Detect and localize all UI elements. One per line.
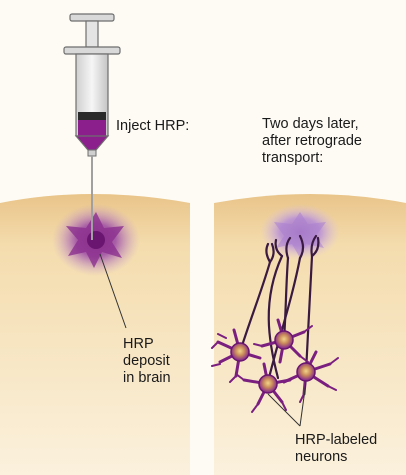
deposit-leader-line bbox=[99, 253, 127, 329]
hrp-deposit bbox=[52, 204, 140, 276]
neurons-leader-lines bbox=[267, 381, 307, 427]
axon-bundle bbox=[238, 234, 320, 384]
neuron-icon bbox=[211, 318, 339, 413]
hrp-labeled-neurons-label: HRP-labeled neurons bbox=[295, 432, 378, 465]
hrp-deposit-label: HRP deposit in brain bbox=[123, 336, 171, 386]
neuron-3 bbox=[235, 362, 292, 413]
brain-tissue-right bbox=[214, 194, 406, 475]
neuron-1 bbox=[211, 328, 262, 383]
brain-tissue-left bbox=[0, 194, 190, 475]
two-days-later-label: Two days later, after retrograde transpo… bbox=[262, 116, 362, 166]
syringe-icon bbox=[63, 13, 121, 240]
neuron-2 bbox=[253, 318, 313, 364]
hrp-diffuse-region bbox=[260, 204, 340, 260]
neuron-4 bbox=[282, 350, 339, 403]
inject-hrp-label: Inject HRP: bbox=[116, 118, 190, 134]
